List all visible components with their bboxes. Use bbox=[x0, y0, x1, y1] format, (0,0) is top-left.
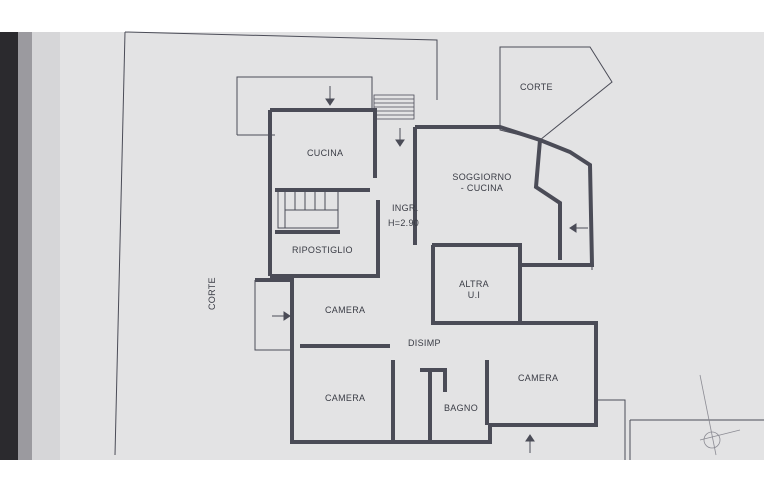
label-soggiorno: SOGGIORNO - CUCINA bbox=[447, 172, 517, 194]
label-soggiorno-line1: SOGGIORNO bbox=[452, 172, 512, 182]
north-compass-icon bbox=[699, 374, 741, 456]
walls bbox=[255, 108, 598, 444]
wall-lower-outer bbox=[290, 321, 598, 444]
wall-altra-ui bbox=[431, 245, 522, 325]
internal-stairs bbox=[277, 189, 339, 229]
wall-bagno-top bbox=[420, 368, 447, 392]
label-disimpegno: DISIMP bbox=[408, 338, 441, 348]
label-cucina: CUCINA bbox=[307, 148, 344, 158]
annex-top-left bbox=[236, 76, 373, 135]
label-ripostiglio: RIPOSTIGLIO bbox=[292, 245, 353, 255]
thin-lines bbox=[254, 189, 764, 460]
label-corte-left: CORTE bbox=[207, 277, 217, 310]
label-corte-top: CORTE bbox=[520, 82, 553, 92]
wall-soggiorno-bay bbox=[533, 139, 562, 260]
camera1-annex bbox=[254, 280, 292, 351]
binder-edge bbox=[18, 32, 32, 460]
label-camera-1: CAMERA bbox=[325, 305, 366, 315]
floor-plan bbox=[114, 31, 613, 456]
label-height: H=2.90 bbox=[388, 218, 420, 228]
wall-cucina-top bbox=[270, 108, 377, 178]
plot-boundary-left bbox=[114, 31, 126, 456]
wall-ripostiglio bbox=[270, 200, 380, 278]
paper-sheet bbox=[0, 32, 764, 460]
exterior-stairs bbox=[373, 94, 415, 120]
label-bagno: BAGNO bbox=[444, 403, 479, 413]
label-altra-ui: ALTRA U.I bbox=[450, 279, 498, 301]
lower-right-terrace bbox=[596, 399, 626, 460]
label-camera-2: CAMERA bbox=[325, 393, 366, 403]
label-altra-line2: U.I bbox=[467, 290, 481, 300]
wall-soggiorno-outer bbox=[415, 125, 595, 267]
label-camera-3: CAMERA bbox=[518, 373, 559, 383]
label-ingresso: INGR. bbox=[392, 203, 419, 213]
label-soggiorno-line2: - CUCINA bbox=[460, 183, 504, 193]
corte-top-area bbox=[499, 46, 613, 141]
label-altra-line1: ALTRA bbox=[459, 279, 489, 289]
binder-strip bbox=[0, 32, 18, 460]
entrance-arrow-icon bbox=[272, 86, 588, 453]
plot-boundary-top bbox=[124, 31, 438, 100]
